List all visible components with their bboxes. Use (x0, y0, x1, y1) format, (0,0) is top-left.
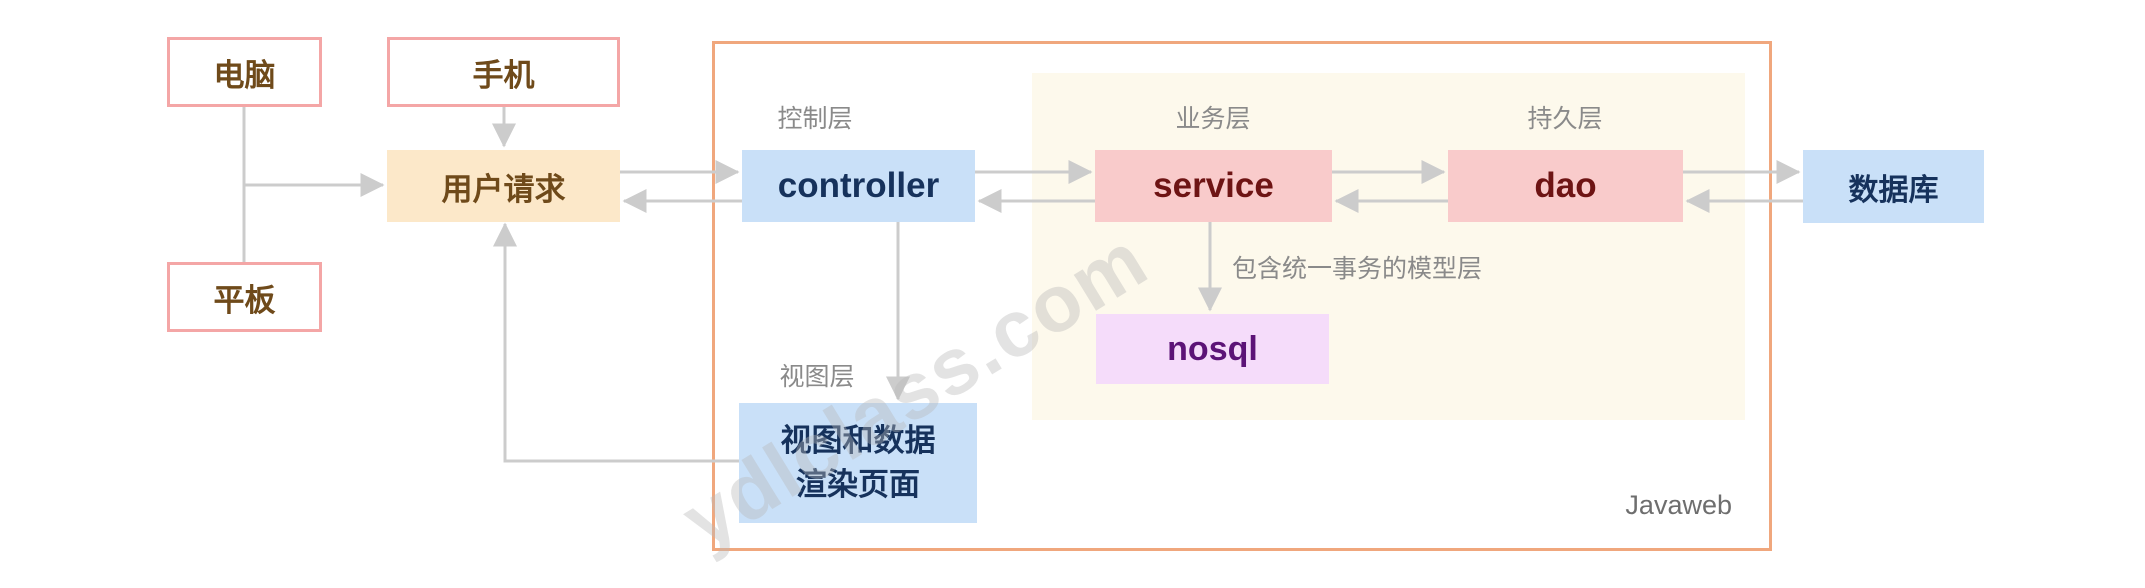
arrow-view-to-request (493, 222, 739, 463)
node-database: 数据库 (1803, 150, 1984, 223)
node-service: service (1095, 150, 1332, 222)
label-business-layer: 业务层 (1175, 105, 1251, 133)
node-nosql: nosql (1096, 314, 1329, 384)
node-controller-label: controller (777, 166, 940, 205)
node-tablet-label: 平板 (213, 282, 276, 318)
label-persistence-layer: 持久层 (1527, 105, 1603, 133)
label-model-note: 包含统一事务的模型层 (1232, 255, 1483, 283)
node-user-request-label: 用户请求 (441, 171, 566, 207)
node-service-label: service (1153, 166, 1274, 205)
javaweb-container-box (712, 41, 1772, 551)
javaweb-caption: Javaweb (1625, 490, 1732, 520)
node-computer: 电脑 (167, 37, 322, 107)
label-control-layer: 控制层 (777, 105, 853, 133)
node-view-page-label-line2: 渲染页面 (796, 467, 920, 502)
node-phone-label: 手机 (472, 57, 535, 93)
node-view-page: 视图和数据 渲染页面 (739, 403, 977, 523)
node-database-label: 数据库 (1848, 173, 1939, 207)
node-view-page-label-line1: 视图和数据 (780, 423, 936, 458)
node-dao: dao (1448, 150, 1683, 222)
node-nosql-label: nosql (1167, 329, 1258, 368)
node-controller: controller (742, 150, 975, 222)
node-user-request: 用户请求 (387, 150, 620, 222)
node-phone: 手机 (387, 37, 620, 107)
node-dao-label: dao (1534, 166, 1597, 205)
node-computer-label: 电脑 (213, 57, 276, 93)
label-view-layer: 视图层 (779, 363, 855, 391)
node-tablet: 平板 (167, 262, 322, 332)
